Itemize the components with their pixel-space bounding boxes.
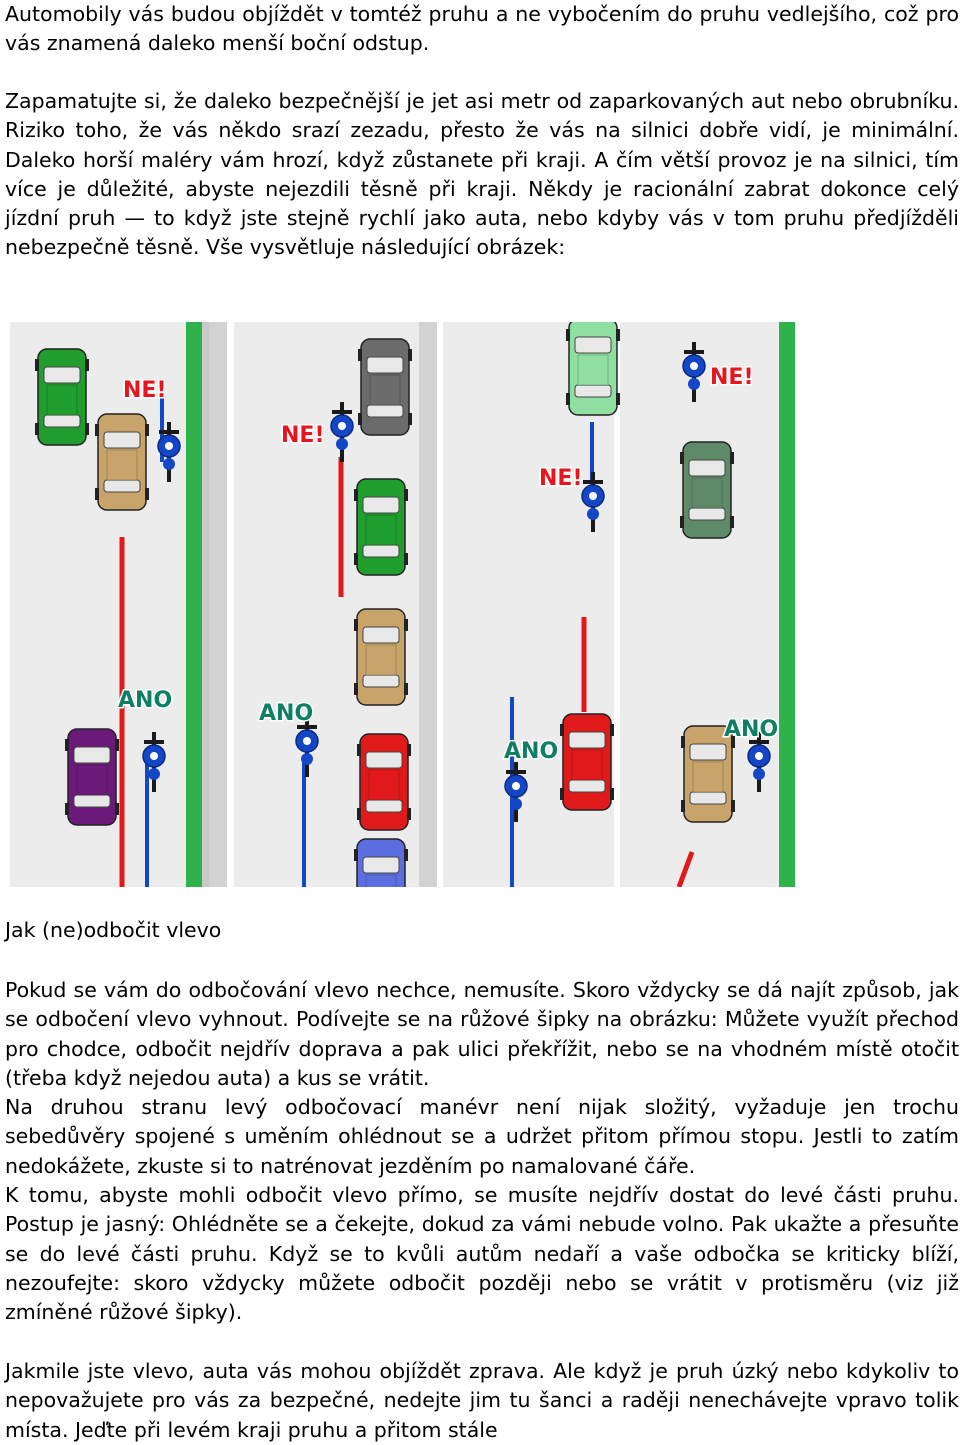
car-gray-2 <box>357 338 413 436</box>
car-tan-2 <box>353 608 409 706</box>
car-tan-1 <box>94 413 150 511</box>
label-ne-1: NE! <box>123 378 166 403</box>
label-ne-4: NE! <box>710 365 753 390</box>
car-green-2 <box>353 478 409 576</box>
car-green-1 <box>34 348 90 446</box>
label-ano-4: ANO <box>724 717 778 742</box>
left-turn-paragraph-2: Na druhou stranu levý odbočovací manévr … <box>5 1095 959 1178</box>
label-ne-2: NE! <box>281 423 324 448</box>
bad-path-lines <box>119 457 695 887</box>
lane-position-illustration: NE! NE! NE! NE! ANO ANO ANO ANO <box>4 322 795 887</box>
left-turn-paragraph-1: Pokud se vám do odbočování vlevo nechce,… <box>5 978 959 1090</box>
closing-paragraph: Jakmile jste vlevo, auta vás mohou objíž… <box>5 1359 959 1442</box>
left-turn-section: Pokud se vám do odbočování vlevo nechce,… <box>5 976 959 1328</box>
label-ano-1: ANO <box>118 688 172 713</box>
label-ne-3: NE! <box>539 466 582 491</box>
positioning-paragraph: Zapamatujte si, že daleko bezpečnější je… <box>5 89 959 260</box>
car-blue-2 <box>353 838 409 887</box>
car-purple-1 <box>64 728 120 826</box>
intro-paragraph: Automobily vás budou objíždět v tomtéž p… <box>5 2 959 56</box>
left-turn-paragraph-3: K tomu, abyste mohli odbočit vlevo přímo… <box>5 1183 959 1325</box>
car-mint-3 <box>565 322 621 416</box>
label-ano-3: ANO <box>504 739 558 764</box>
car-darkgreen-3 <box>679 441 735 539</box>
car-red-2 <box>356 733 412 831</box>
car-red-3 <box>559 713 615 811</box>
label-ano-2: ANO <box>259 701 313 726</box>
section-heading: Jak (ne)odbočit vlevo <box>5 918 222 942</box>
